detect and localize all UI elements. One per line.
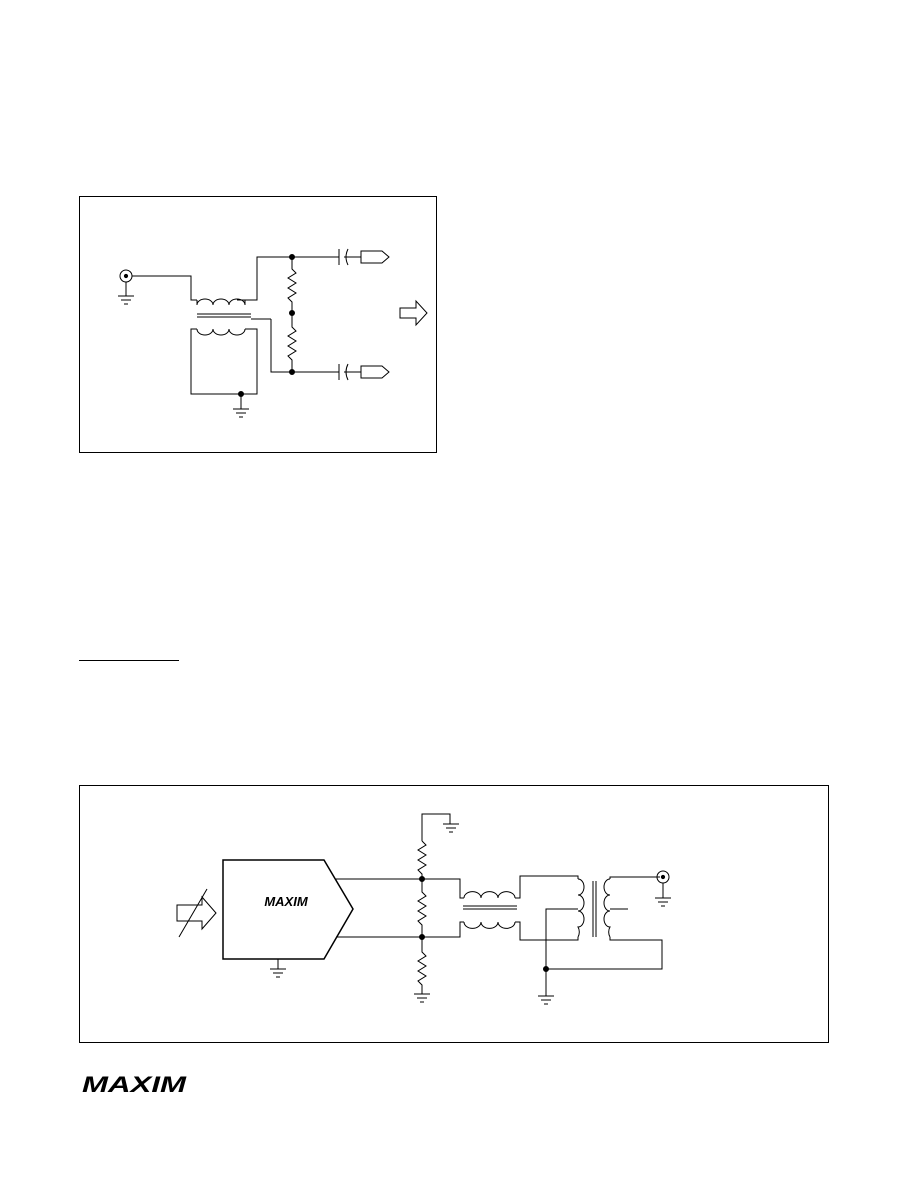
transformer-secondary-coil: [603, 878, 611, 938]
section-heading-rule: [79, 660, 179, 661]
output-pin-bottom: [360, 365, 390, 379]
resistor-icon: [417, 937, 427, 994]
transformer-icon: [196, 298, 246, 306]
transformer-icon: [463, 891, 516, 899]
resistor-icon: [287, 313, 297, 372]
resistor-icon: [417, 840, 427, 879]
bus-slash: [178, 888, 208, 938]
figure-1-frame: [79, 196, 437, 453]
figure-1-schematic: [118, 248, 428, 418]
output-pin-top: [360, 250, 390, 264]
maxim-logo: MAXIM: [82, 1073, 187, 1097]
transformer-secondary-coil: [196, 328, 246, 336]
ground-icon: [233, 394, 249, 418]
ground-icon: [118, 282, 134, 305]
arrow-icon: [399, 299, 428, 327]
ground-icon: [443, 823, 459, 833]
ground-icon: [538, 995, 554, 1005]
transformer-coil-lower: [463, 921, 516, 929]
transformer-icon: [577, 878, 585, 938]
dac-block: [222, 859, 354, 960]
ground-icon: [270, 959, 286, 978]
input-wire: [132, 275, 197, 301]
bus-arrow-icon: [176, 895, 217, 931]
maxim-logo-text: MAXIM: [82, 1073, 187, 1097]
resistor-icon: [287, 257, 297, 313]
dac-logo: MAXIM: [264, 894, 309, 909]
ground-icon: [414, 993, 430, 1003]
figure-2-schematic: MAXIM: [176, 813, 671, 1005]
resistor-icon: [417, 879, 427, 937]
coax-connector-icon: [119, 269, 133, 283]
figure-2-frame: MAXIM: [79, 785, 829, 1043]
ground-icon: [655, 883, 671, 907]
